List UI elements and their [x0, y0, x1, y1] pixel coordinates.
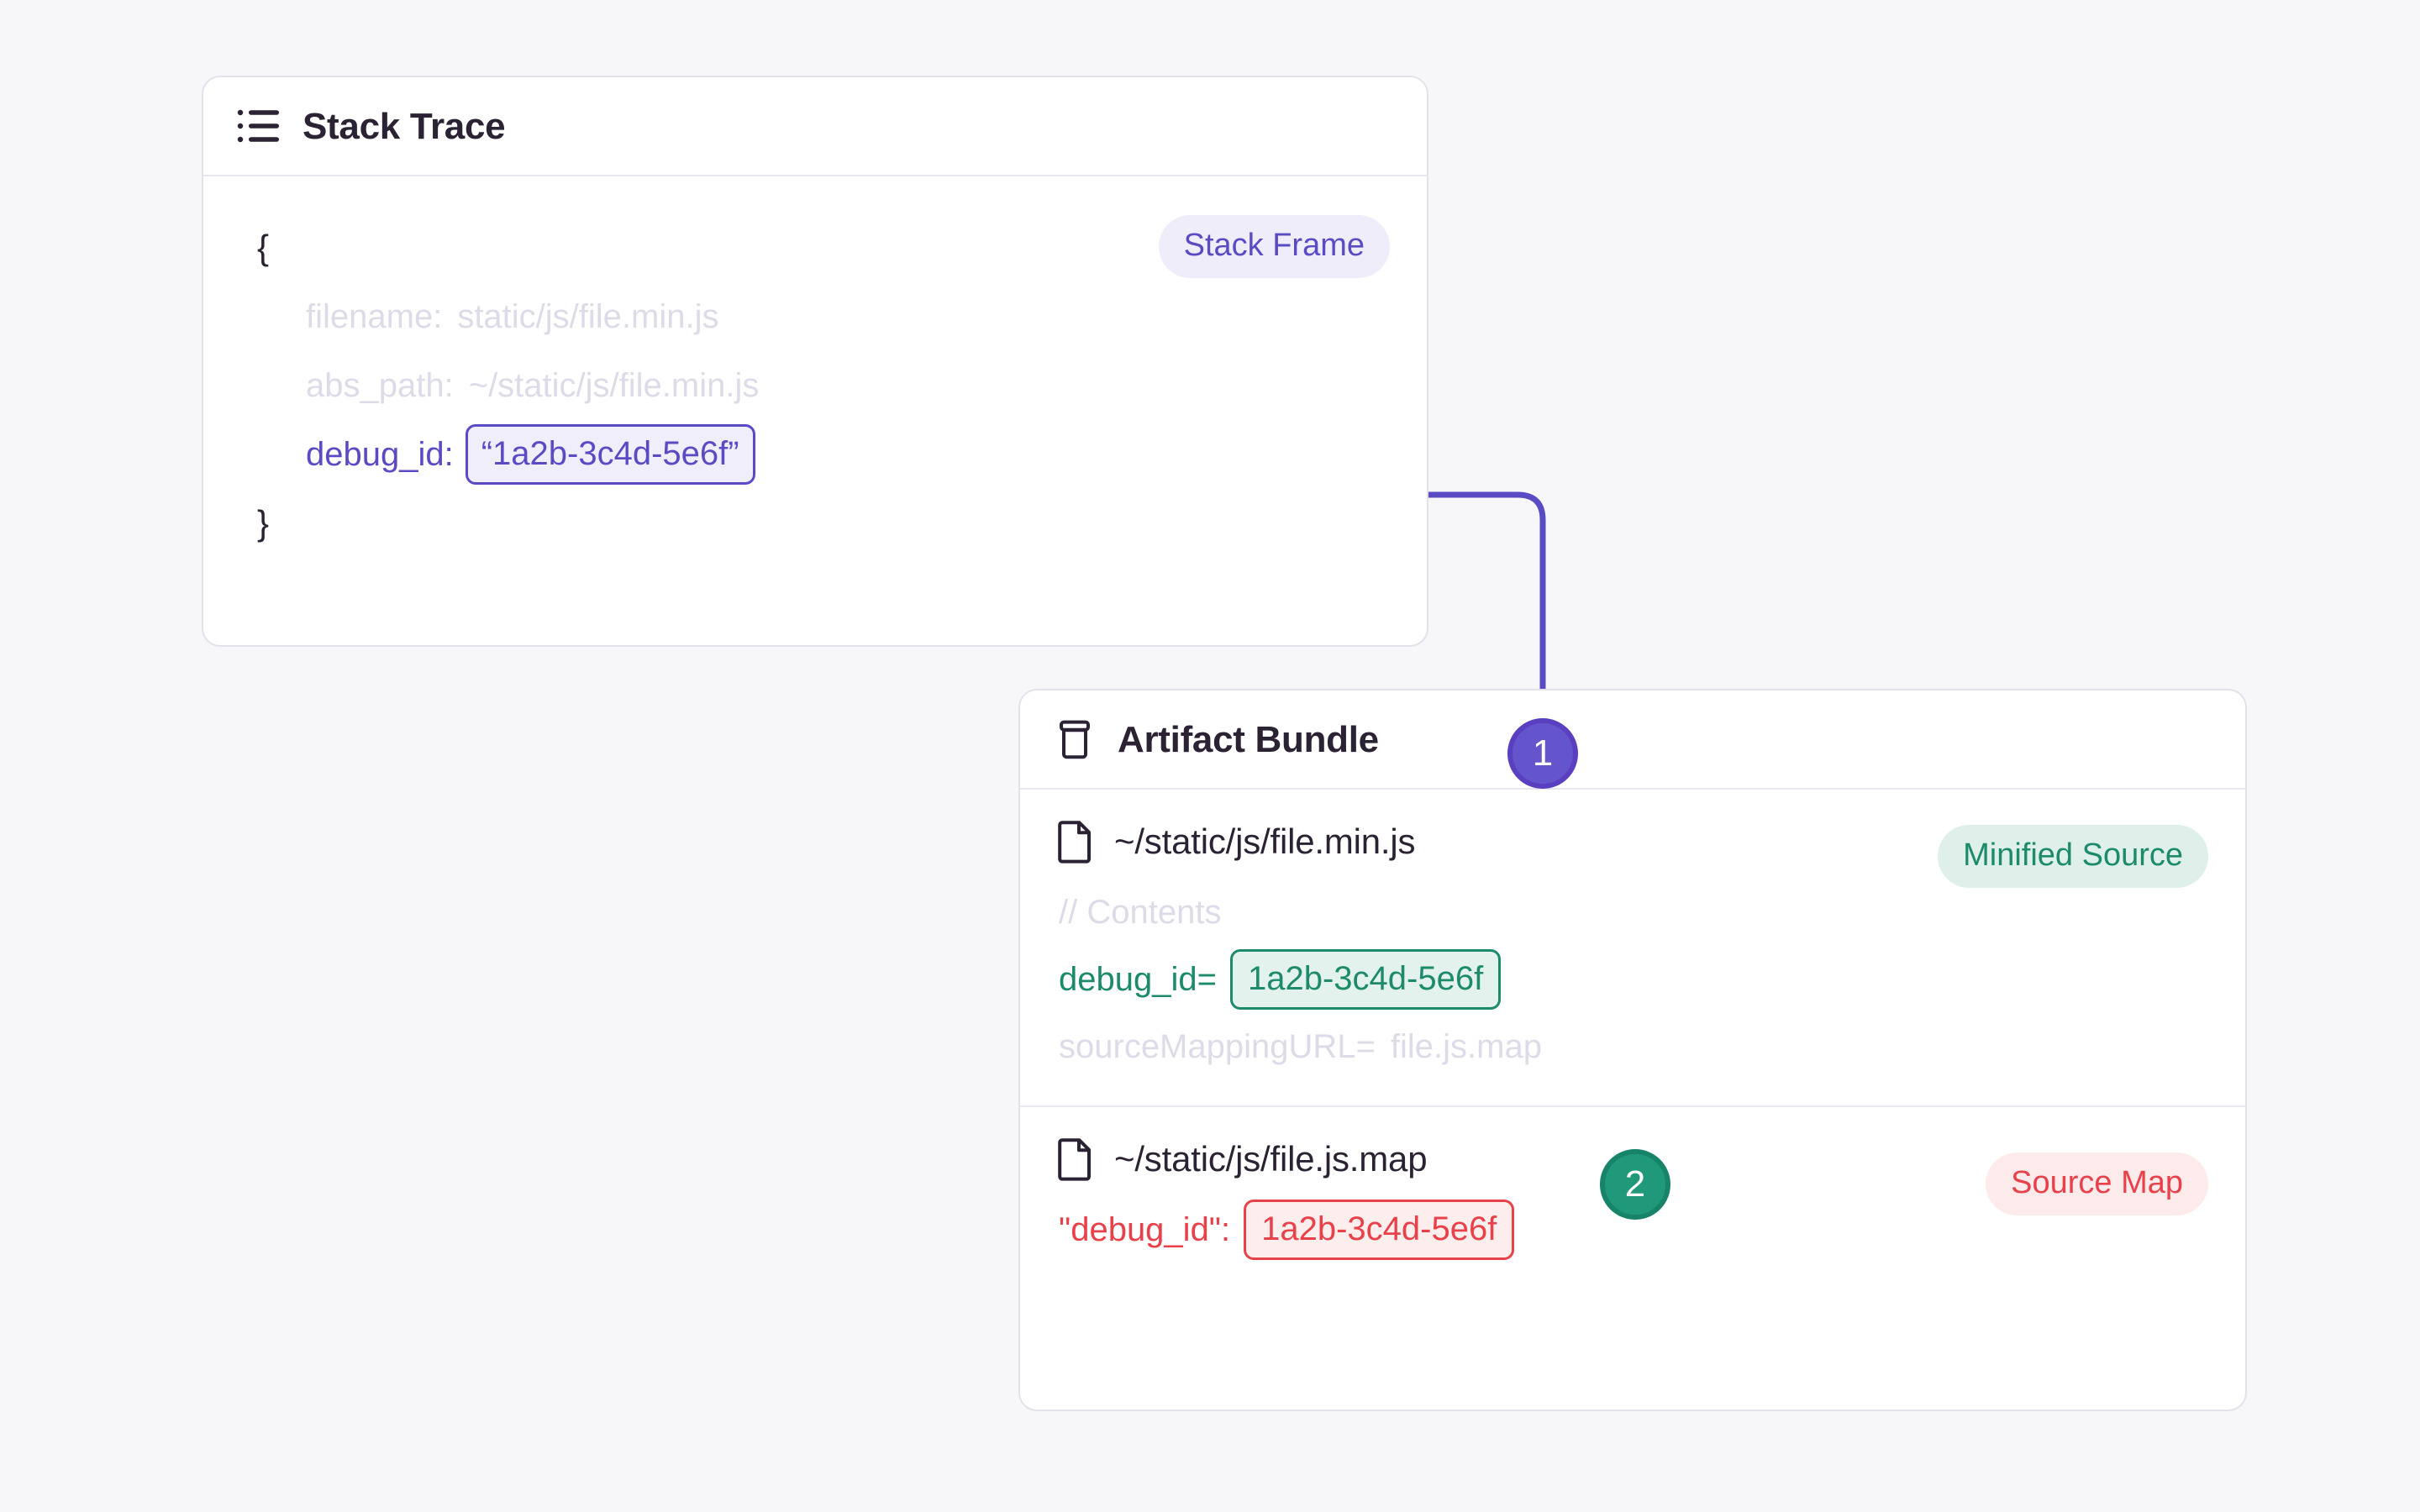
field-abs-path-value: ~/static/js/file.min.js: [468, 367, 760, 404]
minified-source-debug-id-chip[interactable]: 1a2b-3c4d-5e6f: [1229, 949, 1502, 1010]
minified-source-mapping-url-value: file.js.map: [1390, 1028, 1542, 1065]
field-debug-id: debug_id: “1a2b-3c4d-5e6f”: [240, 420, 1390, 489]
field-filename: filename: static/js/file.min.js: [240, 282, 1390, 351]
open-brace: {: [257, 228, 270, 267]
field-abs-path: abs_path: ~/static/js/file.min.js: [240, 351, 1390, 420]
minified-source-debug-id-key: debug_id=: [1059, 961, 1217, 998]
artifact-bundle-card: Artifact Bundle Minified Source ~/static…: [1018, 689, 2247, 1411]
source-map-file-name: ~/static/js/file.js.map: [1114, 1139, 1428, 1179]
minified-source-badge: Minified Source: [1938, 825, 2208, 888]
minified-source-mapping-url-line: sourceMappingURL= file.js.map: [1057, 1013, 2208, 1080]
source-map-debug-id-line: "debug_id": 1a2b-3c4d-5e6f: [1057, 1196, 2208, 1263]
list-icon: [237, 108, 281, 146]
minified-source-section: Minified Source ~/static/js/file.min.js …: [1020, 790, 2245, 1105]
minified-source-mapping-url-key: sourceMappingURL=: [1059, 1028, 1376, 1065]
file-icon: [1057, 1137, 1094, 1181]
stack-frame-badge: Stack Frame: [1158, 215, 1390, 278]
field-filename-value: static/js/file.min.js: [457, 298, 719, 335]
artifact-bundle-title: Artifact Bundle: [1118, 719, 1379, 760]
stack-trace-title: Stack Trace: [302, 106, 506, 147]
field-abs-path-key: abs_path:: [306, 367, 454, 404]
minified-source-comment-text: // Contents: [1059, 894, 1222, 931]
step-marker-1: 1: [1507, 718, 1578, 789]
file-icon: [1057, 820, 1094, 864]
artifact-bundle-card-header: Artifact Bundle: [1020, 690, 2245, 790]
minified-source-file-name: ~/static/js/file.min.js: [1114, 822, 1416, 861]
field-debug-id-key: debug_id:: [306, 436, 454, 473]
close-brace: }: [257, 503, 270, 543]
stacktrace-debug-id-chip[interactable]: “1a2b-3c4d-5e6f”: [465, 424, 755, 485]
stack-trace-body: Stack Frame { filename: static/js/file.m…: [203, 176, 1427, 558]
minified-source-debug-id-line: debug_id= 1a2b-3c4d-5e6f: [1057, 946, 2208, 1013]
field-filename-key: filename:: [306, 298, 443, 335]
step-marker-2: 2: [1600, 1149, 1670, 1220]
source-map-debug-id-key: "debug_id":: [1059, 1211, 1231, 1248]
minified-source-comment: // Contents: [1057, 879, 2208, 946]
archive-icon: [1054, 719, 1096, 761]
step-marker-2-label: 2: [1624, 1163, 1646, 1205]
source-map-file-row[interactable]: ~/static/js/file.js.map: [1057, 1137, 2208, 1181]
source-map-debug-id-chip[interactable]: 1a2b-3c4d-5e6f: [1244, 1200, 1515, 1260]
step-marker-1-label: 1: [1532, 732, 1554, 774]
stack-trace-card-header: Stack Trace: [203, 77, 1427, 176]
stack-trace-card: Stack Trace Stack Frame { filename: stat…: [202, 76, 1428, 647]
source-map-badge: Source Map: [1986, 1152, 2208, 1215]
